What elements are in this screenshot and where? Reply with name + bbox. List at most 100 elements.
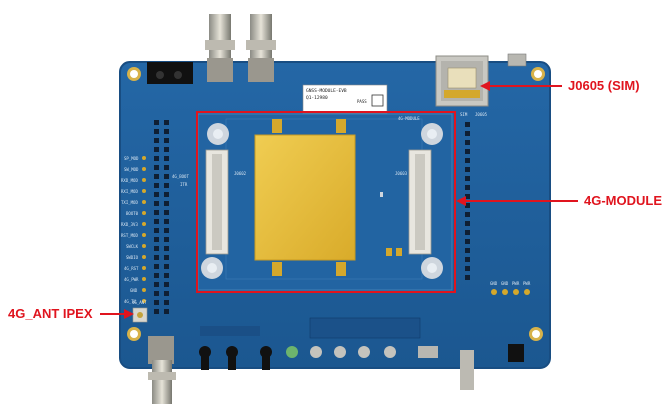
- power-pads: [491, 289, 530, 295]
- right-pads: [465, 122, 470, 280]
- header-pad: [465, 266, 470, 271]
- header-pad: [164, 147, 169, 152]
- header-pad: [154, 300, 159, 305]
- module-silkscreen: 4G-MODULE: [398, 116, 420, 121]
- header-pad: [164, 246, 169, 251]
- gold-tabs: [272, 119, 346, 276]
- pin-label: 4G_RST: [124, 266, 139, 271]
- test-point: [142, 178, 146, 182]
- callout-arrows: [100, 81, 578, 319]
- header-pad: [465, 185, 470, 190]
- header-pad: [154, 156, 159, 161]
- header-pad: [465, 212, 470, 217]
- usb-connector: [507, 53, 527, 67]
- test-point: [142, 233, 146, 237]
- header-pad: [465, 158, 470, 163]
- right-board-connector: [408, 149, 432, 255]
- header-pad: [164, 219, 169, 224]
- header-pad: [154, 309, 159, 314]
- header-pad: [154, 138, 159, 143]
- power-label: PWR: [512, 281, 520, 286]
- pin-label: TXI_MOD: [121, 200, 138, 205]
- bottom-components: [199, 317, 524, 390]
- header-pad: [154, 183, 159, 188]
- test-point: [142, 288, 146, 292]
- header-pad: [154, 165, 159, 170]
- header-pad: [164, 201, 169, 206]
- header-pad: [154, 291, 159, 296]
- header-pad: [164, 237, 169, 242]
- test-point: [142, 222, 146, 226]
- header-pad: [164, 165, 169, 170]
- left-board-connector: [205, 149, 229, 255]
- left-header-pads: [142, 120, 169, 314]
- header-pad: [465, 248, 470, 253]
- test-point: [142, 266, 146, 270]
- sim-ref: J0605: [475, 112, 488, 117]
- test-point: [142, 299, 146, 303]
- module-shield-pad: [254, 134, 356, 261]
- test-point: [142, 244, 146, 248]
- header-pad: [164, 138, 169, 143]
- pin-label: 4G_TX: [124, 299, 137, 304]
- header-pad: [465, 221, 470, 226]
- header-pad: [164, 129, 169, 134]
- header-pad: [154, 264, 159, 269]
- header-pad: [154, 228, 159, 233]
- header-pad: [154, 273, 159, 278]
- mid-label: ITR: [180, 182, 188, 187]
- header-pad: [154, 237, 159, 242]
- power-label: PWR: [523, 281, 531, 286]
- header-pad: [465, 275, 470, 280]
- header-pad: [164, 300, 169, 305]
- header-pad: [164, 120, 169, 125]
- pin-label: RXD_3V3: [121, 222, 138, 227]
- callout-4g-antenna: 4G_ANT IPEX: [8, 306, 93, 321]
- left-connector-ref: J0602: [234, 171, 247, 176]
- header-pad: [154, 246, 159, 251]
- header-pad: [164, 183, 169, 188]
- header-pad: [164, 228, 169, 233]
- power-jack: [147, 62, 193, 84]
- top-sma-connectors: [205, 14, 276, 82]
- pin-label: 4G_PWR: [124, 277, 139, 282]
- pin-label: RXI_MOD: [121, 189, 138, 194]
- header-pad: [465, 131, 470, 136]
- header-pad: [154, 120, 159, 125]
- right-connector-ref: J0603: [395, 171, 408, 176]
- pin-label: SWCLK: [126, 244, 139, 249]
- header-pad: [164, 255, 169, 260]
- label-pass: PASS: [357, 99, 367, 104]
- header-pad: [154, 201, 159, 206]
- pin-label: SW_MOD: [124, 167, 139, 172]
- test-point: [142, 255, 146, 259]
- test-point: [142, 167, 146, 171]
- power-labels: GND GND PWR PWR: [490, 281, 531, 286]
- header-pad: [164, 309, 169, 314]
- header-pad: [465, 239, 470, 244]
- header-pad: [465, 149, 470, 154]
- power-label: GND: [490, 281, 498, 286]
- test-point: [142, 189, 146, 193]
- label-line-2: Q1-12980: [306, 95, 328, 101]
- header-pad: [164, 291, 169, 296]
- header-pad: [154, 192, 159, 197]
- header-pad: [465, 122, 470, 127]
- left-pin-labels: SP_MOD SW_MOD RXD_MOD RXI_MOD TXI_MOD BO…: [121, 156, 139, 304]
- header-pad: [465, 140, 470, 145]
- module-standoffs: [201, 123, 443, 279]
- header-pad: [154, 174, 159, 179]
- label-line-1: GNSS-MODULE-EVB: [306, 88, 347, 94]
- test-point: [142, 211, 146, 215]
- power-label: GND: [501, 281, 509, 286]
- ant-silkscreen: 4G_ANT: [132, 300, 147, 305]
- test-point: [142, 277, 146, 281]
- pin-label: RXD_MOD: [121, 178, 138, 183]
- sim-card-holder: [435, 55, 489, 107]
- header-pad: [154, 210, 159, 215]
- module-highlight-box: [196, 111, 456, 293]
- header-pad: [154, 147, 159, 152]
- header-pad: [465, 194, 470, 199]
- pin-label: SP_MOD: [124, 156, 139, 161]
